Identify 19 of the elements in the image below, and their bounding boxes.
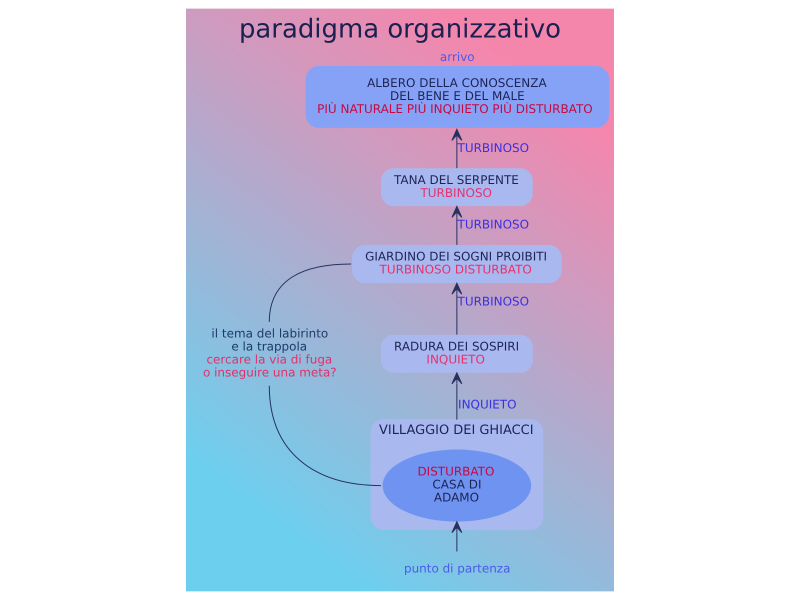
arrow — [451, 372, 462, 420]
edge-label: TURBINOSO — [458, 140, 530, 155]
node-text: punto di partenza — [404, 562, 510, 576]
arrow — [451, 521, 462, 552]
edge-label: TURBINOSO — [458, 294, 530, 309]
node-label: arrivo — [440, 50, 475, 64]
connector — [268, 264, 352, 322]
arrow — [451, 128, 462, 169]
node-box: RADURA DEI SOSPIRI INQUIETO — [381, 334, 533, 373]
node-text: il tema del labirinto e la trappola cercare la via di fuga o inseguire una meta? — [202, 326, 337, 380]
edge-label: TURBINOSO — [458, 218, 530, 232]
node-box: GIARDINO DEI SOGNI PROIBITI TURBINOSO DISTURBATO — [352, 245, 562, 283]
arrow — [451, 206, 462, 246]
node-box: TANA DEL SERPENTE TURBINOSO — [381, 168, 533, 206]
connector — [268, 385, 382, 486]
diagram-title: paradigma organizzativo — [238, 14, 562, 44]
node-ellipse: DISTURBATO CASA DI ADAMO — [382, 450, 532, 522]
edge-label: INQUIETO — [458, 397, 517, 412]
arrow — [451, 282, 462, 336]
